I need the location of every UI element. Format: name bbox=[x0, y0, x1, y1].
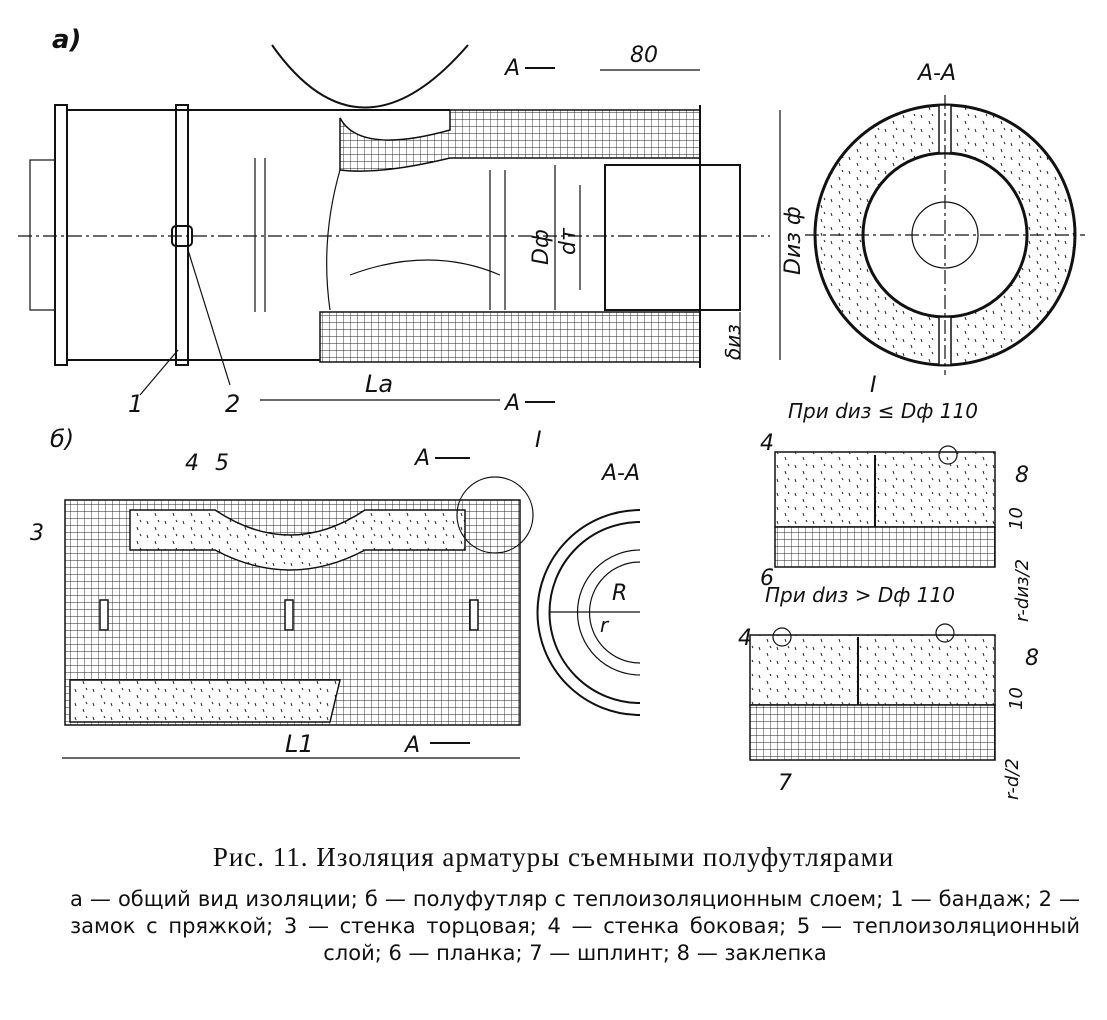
note-gt: При dиз > Dф 110 bbox=[765, 583, 955, 607]
callout-8-upper: 8 bbox=[1015, 463, 1029, 488]
detail-insulation-upper bbox=[774, 451, 996, 528]
section-a-a-ring: А-А I bbox=[805, 61, 1085, 398]
section-a-a-half: А-А R r bbox=[536, 461, 640, 716]
view-b-half-case: б) I А А L1 3 4 5 bbox=[30, 425, 542, 759]
callout-4-lower: 4 bbox=[738, 626, 752, 651]
callout-6: 6 bbox=[760, 566, 774, 591]
figure-caption-legend: а — общий вид изоляции; б — полуфутляр с… bbox=[70, 887, 1080, 965]
callout-5: 5 bbox=[215, 451, 229, 476]
detail-i-marker: I bbox=[870, 373, 877, 398]
dim-10-lower: 10 bbox=[1006, 687, 1027, 710]
cut-a-b-bottom: А bbox=[403, 733, 420, 758]
detail-circle bbox=[456, 476, 534, 554]
dim-10-upper: 10 bbox=[1006, 507, 1027, 530]
callout-2: 2 bbox=[225, 390, 240, 418]
view-a-label: а) bbox=[52, 25, 81, 55]
dim-dph: Dф bbox=[529, 229, 554, 265]
dim-diz: Dиз ф bbox=[781, 206, 806, 275]
figure-caption-title: Рис. 11. Изоляция арматуры съемными полу… bbox=[212, 842, 895, 872]
insulation-layer bbox=[129, 509, 466, 571]
callout-4-detail: 4 bbox=[760, 431, 774, 456]
callout-8-lower: 8 bbox=[1025, 646, 1039, 671]
cut-a-top: А bbox=[503, 56, 520, 81]
valve-dome bbox=[271, 44, 469, 109]
view-a-general: а) 80 Dф dт Dиз ф δи bbox=[18, 25, 806, 418]
dim-r-d: r-d/2 bbox=[1002, 758, 1023, 800]
cut-a-b-top: А bbox=[413, 446, 430, 471]
note-le: При dиз ≤ Dф 110 bbox=[788, 399, 978, 423]
detail-i-view: При dиз ≤ Dф 110 4 8 10 r-dиз/2 6 При dи… bbox=[738, 399, 1039, 800]
detail-insulation-lower bbox=[749, 634, 996, 706]
detail-i-label: I bbox=[535, 428, 542, 453]
dim-delta: δиз bbox=[721, 324, 745, 360]
left-flange bbox=[54, 104, 68, 366]
bandage bbox=[175, 104, 189, 366]
view-b-label: б) bbox=[50, 425, 74, 453]
dim-dt: dт bbox=[556, 227, 581, 255]
technical-drawing: а) 80 Dф dт Dиз ф δи bbox=[18, 25, 1085, 800]
dim-r-diz: r-dиз/2 bbox=[1012, 559, 1033, 622]
dim-80: 80 bbox=[630, 43, 658, 68]
outlet-pipe bbox=[604, 164, 741, 311]
dim-l1: L1 bbox=[285, 730, 314, 758]
bottom-insulation bbox=[319, 311, 701, 363]
section-a-a-top-label: А-А bbox=[916, 61, 956, 86]
callout-4: 4 bbox=[185, 451, 199, 476]
section-a-a-bottom-label: А-А bbox=[600, 461, 640, 486]
callout-3: 3 bbox=[30, 521, 44, 546]
cut-a-bottom: А bbox=[503, 391, 520, 416]
dim-r-label: R bbox=[612, 581, 627, 606]
dim-r-small-label: r bbox=[600, 613, 610, 637]
callout-1: 1 bbox=[128, 390, 143, 418]
top-insulation bbox=[339, 109, 701, 172]
dim-la: La bbox=[365, 370, 393, 398]
callout-7: 7 bbox=[778, 771, 792, 796]
